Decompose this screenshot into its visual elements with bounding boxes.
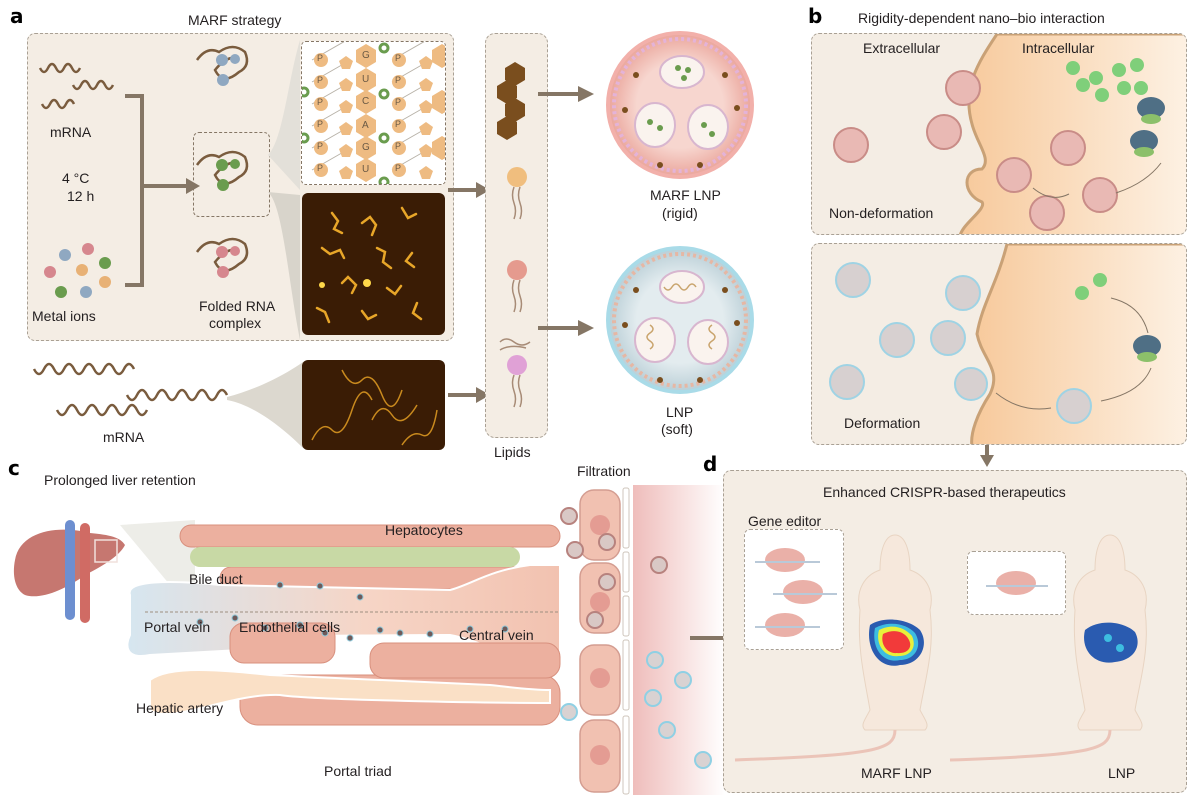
linear-mrna-icon bbox=[32, 362, 229, 417]
bile-duct-label: Bile duct bbox=[189, 571, 243, 587]
extracellular-label: Extracellular bbox=[863, 40, 941, 56]
gene-editor-inset-lnp bbox=[967, 551, 1066, 615]
mrna-label: mRNA bbox=[50, 124, 92, 140]
portal-triad-label: Portal triad bbox=[324, 763, 392, 779]
hepatic-artery-label: Hepatic artery bbox=[136, 700, 224, 716]
panel-b-letter: b bbox=[808, 4, 823, 28]
hepatocytes-label: Hepatocytes bbox=[385, 522, 463, 538]
phosphate-label: P bbox=[395, 75, 402, 85]
condition-time: 12 h bbox=[67, 188, 95, 204]
phosphate-label: P bbox=[317, 141, 324, 151]
non-deformation-label: Non-deformation bbox=[829, 205, 934, 221]
folded-rna-red-icon bbox=[195, 237, 249, 278]
metal-ions-icon bbox=[44, 243, 111, 298]
bottom-mrna-label: mRNA bbox=[103, 429, 145, 445]
panel-b-title: Rigidity-dependent nano–bio interaction bbox=[858, 10, 1105, 26]
mouse-lnp bbox=[949, 534, 1147, 762]
zoom-wedge bbox=[227, 362, 303, 448]
filtration-illustration bbox=[560, 485, 725, 795]
afm-image-linear bbox=[302, 360, 445, 450]
marf-lnp-label-line2: (rigid) bbox=[662, 205, 698, 221]
phosphate-label: P bbox=[317, 163, 324, 173]
deformation-label: Deformation bbox=[844, 415, 921, 431]
lnp-label-line2: (soft) bbox=[661, 421, 693, 437]
folded-rna-green-icon bbox=[195, 150, 249, 191]
folded-rna-label-line1: Folded RNA bbox=[199, 298, 276, 314]
phosphate-label: P bbox=[395, 97, 402, 107]
endothelial-cells-label: Endothelial cells bbox=[239, 619, 341, 635]
base-label: G bbox=[362, 50, 370, 61]
lipids-label: Lipids bbox=[494, 444, 531, 460]
folded-rna-label-line2: complex bbox=[209, 315, 262, 331]
lipid-components-icons bbox=[497, 62, 531, 408]
panel-c-title: Prolonged liver retention bbox=[44, 472, 196, 488]
phosphate-label: P bbox=[395, 119, 402, 129]
base-label: U bbox=[362, 164, 370, 175]
lnp-mouse-label: LNP bbox=[1108, 765, 1136, 781]
marf-lnp-mouse-label: MARF LNP bbox=[861, 765, 932, 781]
base-label: G bbox=[362, 142, 370, 153]
panel-a-letter: a bbox=[10, 4, 24, 28]
arrow-b-to-d bbox=[980, 445, 994, 467]
mouse-marf-lnp bbox=[734, 534, 932, 762]
panel-a-title: MARF strategy bbox=[188, 12, 282, 28]
zoom-wedge bbox=[268, 40, 300, 340]
base-label: U bbox=[362, 74, 370, 85]
lnp-label-line1: LNP bbox=[666, 404, 694, 420]
panel-c-letter: c bbox=[8, 456, 20, 480]
afm-image-folded bbox=[302, 193, 445, 335]
arrows-to-lipids bbox=[448, 182, 490, 403]
portal-triad-illustration bbox=[120, 520, 561, 726]
intracellular-label: Intracellular bbox=[1022, 40, 1095, 56]
central-vein-label: Central vein bbox=[459, 627, 534, 643]
gene-editor-inset-marf bbox=[744, 529, 844, 650]
phosphate-label: P bbox=[395, 163, 402, 173]
filtration-label: Filtration bbox=[577, 463, 631, 479]
condition-temp: 4 °C bbox=[62, 170, 90, 186]
base-label: C bbox=[362, 96, 370, 107]
lnp-particle bbox=[606, 246, 754, 394]
panel-d-title: Enhanced CRISPR-based therapeutics bbox=[823, 484, 1066, 500]
panel-d-letter: d bbox=[703, 452, 718, 476]
phosphate-label: P bbox=[317, 75, 324, 85]
phosphate-label: P bbox=[317, 97, 324, 107]
phosphate-label: P bbox=[317, 53, 324, 63]
phosphate-label: P bbox=[317, 119, 324, 129]
liver-icon bbox=[13, 520, 125, 623]
deformation-box bbox=[811, 243, 1187, 445]
mrna-strands-icon bbox=[38, 62, 115, 110]
metal-ions-label: Metal ions bbox=[32, 308, 96, 324]
folded-rna-blue-icon bbox=[195, 45, 249, 86]
base-label: A bbox=[362, 120, 369, 131]
rigid-particles-uptake bbox=[833, 58, 1165, 231]
gene-editor-label: Gene editor bbox=[748, 513, 822, 529]
soft-particles-uptake bbox=[829, 262, 1161, 424]
marf-lnp-particle bbox=[606, 31, 754, 179]
portal-vein-label: Portal vein bbox=[144, 619, 211, 635]
arrows-to-lnps bbox=[538, 86, 594, 336]
marf-lnp-label-line1: MARF LNP bbox=[650, 187, 721, 203]
phosphate-label: P bbox=[395, 53, 402, 63]
highlighted-complex-frame bbox=[193, 132, 270, 217]
nucleotide-grid: P P P P P P P P P P P P G U C A G U bbox=[301, 41, 446, 185]
phosphate-label: P bbox=[395, 141, 402, 151]
